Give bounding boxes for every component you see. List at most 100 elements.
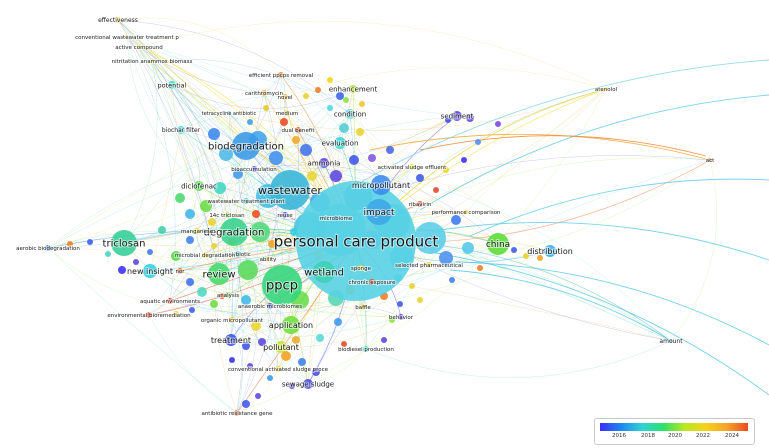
keyword-node[interactable] (303, 93, 309, 99)
keyword-node[interactable] (258, 338, 266, 346)
keyword-node[interactable] (312, 368, 320, 376)
keyword-label-ability[interactable]: ability (259, 256, 279, 264)
keyword-label-new-insight[interactable]: new insight (126, 266, 174, 277)
keyword-label-nitritation-anammox-biomass[interactable]: nitritation anammox biomass (111, 58, 194, 66)
keyword-node-anaerobic-bioreactor[interactable] (267, 303, 273, 309)
keyword-label-nor[interactable]: nor (174, 268, 186, 276)
keyword-label-antibiotic[interactable]: antibiotic (224, 251, 252, 259)
keyword-node-manganese[interactable] (194, 228, 200, 234)
keyword-label-environmental-bioremediation[interactable]: environmental bioremediation (106, 312, 192, 320)
keyword-node[interactable] (118, 266, 126, 274)
keyword-node[interactable] (409, 283, 415, 289)
keyword-node-biodiesel-production[interactable] (363, 346, 369, 352)
keyword-label-wastewater-treatment-plant[interactable]: wastewater treatment plant (206, 198, 286, 206)
keyword-node[interactable] (511, 247, 517, 253)
keyword-node-effectiveness[interactable] (115, 17, 121, 23)
keyword-node-new-insight[interactable] (143, 264, 157, 278)
keyword-node[interactable] (349, 155, 359, 165)
keyword-label-diclofenac[interactable]: diclofenac (180, 181, 218, 191)
keyword-label-effectiveness[interactable]: effectiveness (97, 16, 139, 25)
keyword-label-aquatic-environments[interactable]: aquatic environments (139, 298, 201, 306)
keyword-node[interactable] (315, 87, 321, 93)
keyword-node[interactable] (475, 139, 481, 145)
keyword-node[interactable] (186, 236, 194, 244)
keyword-node-nitritation-anammox-biomass[interactable] (150, 59, 154, 63)
keyword-node[interactable] (186, 278, 194, 286)
keyword-node[interactable] (267, 375, 273, 381)
keyword-node[interactable] (247, 363, 253, 369)
keyword-node-nor[interactable] (177, 268, 183, 274)
keyword-node-sponge[interactable] (358, 265, 364, 271)
keyword-node[interactable] (356, 128, 364, 136)
keyword-node-aerobic-biodegradation[interactable] (45, 245, 51, 251)
keyword-node[interactable] (197, 287, 207, 297)
keyword-label-tetracycline-antibiotic[interactable]: tetracycline antibiotic (201, 110, 258, 118)
keyword-label-sediment[interactable]: sediment (440, 111, 475, 121)
keyword-node[interactable] (336, 92, 344, 100)
keyword-node-distribution[interactable] (544, 245, 556, 257)
keyword-label-amount[interactable]: amount (658, 337, 684, 346)
keyword-node-carithromycin[interactable] (261, 90, 267, 96)
keyword-label-potential[interactable]: potential (157, 80, 188, 90)
keyword-label-activated-sludge-effluent[interactable]: activated sludge effluent (377, 164, 449, 172)
keyword-node[interactable] (537, 255, 543, 261)
keyword-node-conventional-activated-sludge-proce[interactable] (275, 366, 281, 372)
keyword-label-condition[interactable]: condition (333, 109, 367, 119)
keyword-node[interactable] (462, 242, 474, 254)
keyword-node[interactable] (290, 228, 298, 236)
keyword-node[interactable] (158, 226, 166, 234)
keyword-node-analysis[interactable] (225, 292, 231, 298)
keyword-label-microbiome[interactable]: microbiome (319, 215, 354, 223)
keyword-node-wastewater-treatment-plant[interactable] (243, 198, 249, 204)
keyword-node[interactable] (255, 393, 261, 399)
keyword-node[interactable] (495, 121, 501, 127)
keyword-label-baffle[interactable]: baffle (354, 304, 372, 312)
keyword-node-conventional-wastewater-treatment-p[interactable] (125, 35, 129, 39)
keyword-node[interactable] (175, 193, 185, 203)
keyword-node-condition[interactable] (345, 109, 355, 119)
keyword-label-behavior[interactable]: behavior (388, 314, 415, 322)
keyword-label-performance-comparison[interactable]: performance comparison (430, 209, 502, 217)
keyword-node-baffle[interactable] (360, 304, 366, 310)
keyword-node-degradation[interactable] (220, 218, 248, 246)
keyword-label-micropollutant[interactable]: micropollutant (351, 180, 411, 191)
keyword-node-biochar-filter[interactable] (177, 126, 185, 134)
keyword-node[interactable] (185, 209, 195, 219)
keyword-node-bioaccumulation[interactable] (251, 166, 257, 172)
keyword-node[interactable] (133, 259, 139, 265)
keyword-node[interactable] (307, 171, 317, 181)
keyword-node[interactable] (171, 251, 181, 261)
keyword-node[interactable] (461, 157, 467, 163)
keyword-node[interactable] (173, 311, 179, 317)
keyword-node[interactable] (327, 77, 333, 83)
keyword-node-biodegradation[interactable] (232, 132, 260, 160)
keyword-label-review[interactable]: review (201, 269, 236, 282)
keyword-node[interactable] (105, 251, 111, 257)
keyword-label-aerobic-biodegradation[interactable]: aerobic biodegradation (15, 245, 81, 253)
keyword-label-anaerobic-bioreactor[interactable]: anaerobic microbiomes (237, 303, 303, 311)
keyword-node-dual-benefit[interactable] (295, 127, 301, 133)
keyword-label-biochar-filter[interactable]: biochar filter (161, 126, 202, 135)
keyword-node[interactable] (289, 383, 295, 389)
keyword-node[interactable] (433, 187, 439, 193)
keyword-node-environmental-bioremediation[interactable] (146, 312, 152, 318)
keyword-node[interactable] (252, 210, 260, 218)
keyword-node[interactable] (219, 147, 233, 161)
keyword-node[interactable] (523, 253, 529, 259)
keyword-node-selected-pharmaceutical[interactable] (426, 262, 432, 268)
keyword-label-personal-care-product[interactable]: personal care product (273, 231, 440, 251)
keyword-node-wetland[interactable] (313, 261, 335, 283)
keyword-node[interactable] (233, 169, 243, 179)
keyword-label-act[interactable]: act (705, 157, 716, 165)
keyword-node-act[interactable] (708, 158, 712, 162)
keyword-node-amount[interactable] (669, 339, 673, 343)
keyword-label-sponge[interactable]: sponge (350, 265, 373, 273)
keyword-node[interactable] (343, 97, 349, 103)
keyword-node-active-compound[interactable] (137, 45, 141, 49)
keyword-label-chronic-exposure[interactable]: chronic exposure (347, 279, 397, 287)
keyword-node[interactable] (208, 128, 220, 140)
keyword-node[interactable] (416, 174, 424, 182)
keyword-node-pollutant[interactable] (275, 341, 287, 353)
keyword-node-treatment[interactable] (225, 334, 237, 346)
keyword-node[interactable] (417, 297, 423, 303)
